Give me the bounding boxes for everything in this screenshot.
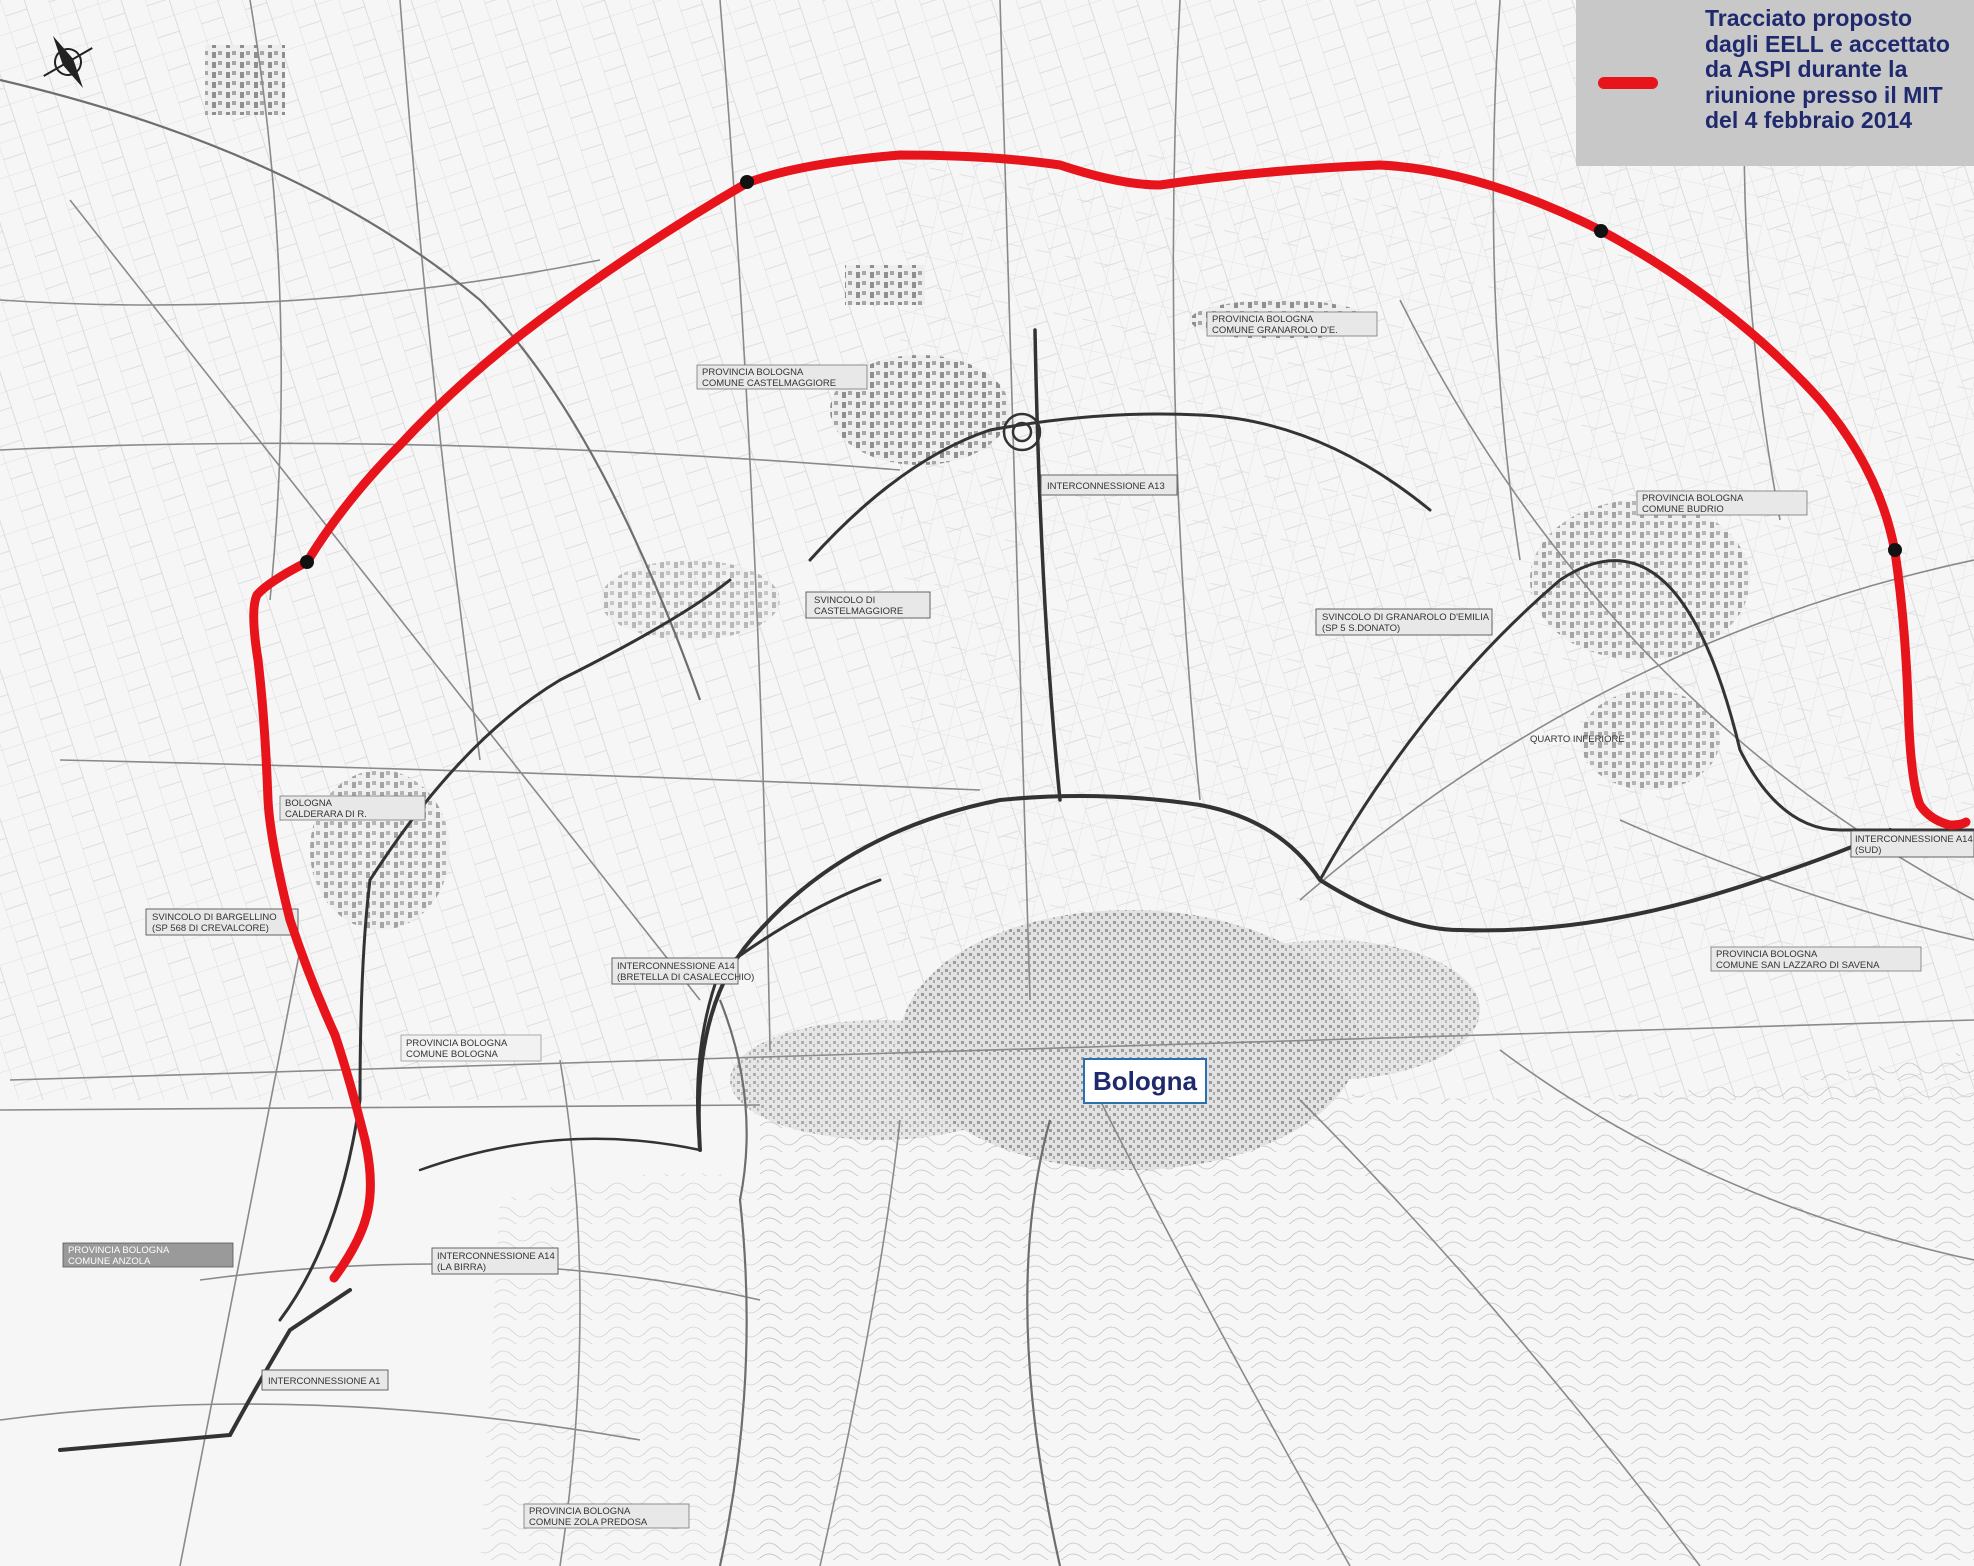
label-prov-zola: PROVINCIA BOLOGNA COMUNE ZOLA PREDOSA xyxy=(523,1503,690,1529)
label-text: PROVINCIA BOLOGNA xyxy=(68,1245,170,1256)
label-text: INTERCONNESSIONE A13 xyxy=(1047,481,1165,492)
label-svincolo-castelmaggiore: SVINCOLO DI CASTELMAGGIORE xyxy=(805,591,931,619)
label-text: COMUNE ZOLA PREDOSA xyxy=(529,1517,648,1528)
city-label-bologna: Bologna xyxy=(1083,1058,1207,1104)
label-prov-granarolo: PROVINCIA BOLOGNA COMUNE GRANAROLO D'E. xyxy=(1206,311,1378,337)
label-text: INTERCONNESSIONE A14 xyxy=(1855,834,1973,845)
highway-a1 xyxy=(58,1288,352,1452)
label-text: PROVINCIA BOLOGNA xyxy=(1642,493,1744,504)
label-interconnessione-a14-ovest: INTERCONNESSIONE A14 (LA BIRRA) xyxy=(431,1247,559,1275)
legend-text: Tracciato proposto dagli EELL e accettat… xyxy=(1705,5,1950,133)
label-text: COMUNE BUDRIO xyxy=(1642,504,1724,515)
rivers xyxy=(0,78,1062,1566)
label-text: COMUNE GRANAROLO D'E. xyxy=(1212,325,1338,336)
industrial-area xyxy=(1580,690,1720,790)
label-prov-bologna: PROVINCIA BOLOGNA COMUNE BOLOGNA xyxy=(400,1034,542,1062)
compass-north-arrow-icon xyxy=(43,36,93,88)
label-interconnessione-a14-est: INTERCONNESSIONE A14 (SUD) xyxy=(1850,830,1974,858)
legend-route-swatch xyxy=(1598,77,1658,89)
industrial-block xyxy=(205,45,285,115)
label-text: INTERCONNESSIONE A1 xyxy=(268,1376,380,1387)
castelmaggiore-urban xyxy=(830,355,1010,465)
label-text: PROVINCIA BOLOGNA xyxy=(1212,314,1314,325)
proposed-route-line xyxy=(249,150,1971,1283)
label-prov-anzola: PROVINCIA BOLOGNA COMUNE ANZOLA xyxy=(62,1242,234,1268)
highway-tangenziale xyxy=(696,794,1892,1152)
calderara-urban xyxy=(310,770,450,930)
label-interconnessione-a14-bivio: INTERCONNESSIONE A14 (BRETELLA DI CASALE… xyxy=(611,957,754,985)
label-interconnessione-a13: INTERCONNESSIONE A13 xyxy=(1040,474,1178,496)
label-text: PROVINCIA BOLOGNA xyxy=(529,1506,631,1517)
route-junction-dot xyxy=(740,175,754,189)
route-junction-dot xyxy=(300,555,314,569)
label-text: SVINCOLO DI xyxy=(814,595,875,606)
label-text: COMUNE SAN LAZZARO DI SAVENA xyxy=(1716,960,1880,971)
label-text: COMUNE BOLOGNA xyxy=(406,1049,499,1060)
field-grid-east xyxy=(900,150,1974,950)
label-text: (BRETELLA DI CASALECCHIO) xyxy=(617,972,754,983)
budrio-urban xyxy=(1530,500,1750,660)
highway-west-link xyxy=(418,1137,702,1172)
route-junction-dot xyxy=(1594,224,1608,238)
label-svincolo-granarolo: SVINCOLO DI GRANAROLO D'EMILIA (SP 5 S.D… xyxy=(1315,608,1493,636)
label-text: COMUNE CASTELMAGGIORE xyxy=(702,378,836,389)
label-prov-castelmaggiore: PROVINCIA BOLOGNA COMUNE CASTELMAGGIORE xyxy=(696,364,868,390)
label-text: (SUD) xyxy=(1855,845,1881,856)
highway-link-southwest xyxy=(278,878,372,1322)
label-text: BOLOGNA xyxy=(285,798,333,809)
a13-interchange-junction xyxy=(1002,412,1042,452)
label-text: (SP 568 DI CREVALCORE) xyxy=(152,923,269,934)
label-text: (LA BIRRA) xyxy=(437,1262,486,1273)
label-quarto-inferiore: QUARTO INFERIORE xyxy=(1530,734,1625,745)
label-text: PROVINCIA BOLOGNA xyxy=(1716,949,1818,960)
route-junction-dots xyxy=(300,175,1902,569)
hills-area xyxy=(760,1050,1974,1566)
label-prov-calderara: BOLOGNA CALDERARA DI R. xyxy=(279,795,426,821)
label-text: COMUNE ANZOLA xyxy=(68,1256,151,1267)
label-prov-budrio: PROVINCIA BOLOGNA COMUNE BUDRIO xyxy=(1636,490,1808,516)
highway-a13-interchange xyxy=(808,412,1432,562)
map-labels: PROVINCIA BOLOGNA COMUNE CASTELMAGGIORE … xyxy=(62,311,1974,1529)
label-text: PROVINCIA BOLOGNA xyxy=(406,1038,508,1049)
highway-a13 xyxy=(1033,328,1062,802)
label-text: SVINCOLO DI GRANAROLO D'EMILIA xyxy=(1322,612,1490,623)
label-svincolo-bargellino: SVINCOLO DI BARGELLINO (SP 568 DI CREVAL… xyxy=(145,908,299,936)
urban-area-east xyxy=(1180,940,1480,1080)
urban-area-west xyxy=(730,1020,1030,1140)
label-text: INTERCONNESSIONE A14 xyxy=(437,1251,555,1262)
route-junction-dot xyxy=(1888,543,1902,557)
highway-a14-east xyxy=(1318,559,1974,882)
label-text: QUARTO INFERIORE xyxy=(1530,734,1625,745)
label-text: (SP 5 S.DONATO) xyxy=(1322,623,1400,634)
label-text: PROVINCIA BOLOGNA xyxy=(702,367,804,378)
airport-area xyxy=(600,560,780,640)
label-text: CASTELMAGGIORE xyxy=(814,606,903,617)
label-text: SVINCOLO DI BARGELLINO xyxy=(152,912,277,923)
label-text: CALDERARA DI R. xyxy=(285,809,367,820)
label-prov-sanlazzaro: PROVINCIA BOLOGNA COMUNE SAN LAZZARO DI … xyxy=(1710,946,1922,972)
industrial-block-2 xyxy=(845,265,925,305)
label-text: INTERCONNESSIONE A14 xyxy=(617,961,735,972)
label-interconnessione-a1: INTERCONNESSIONE A1 xyxy=(261,1369,389,1391)
